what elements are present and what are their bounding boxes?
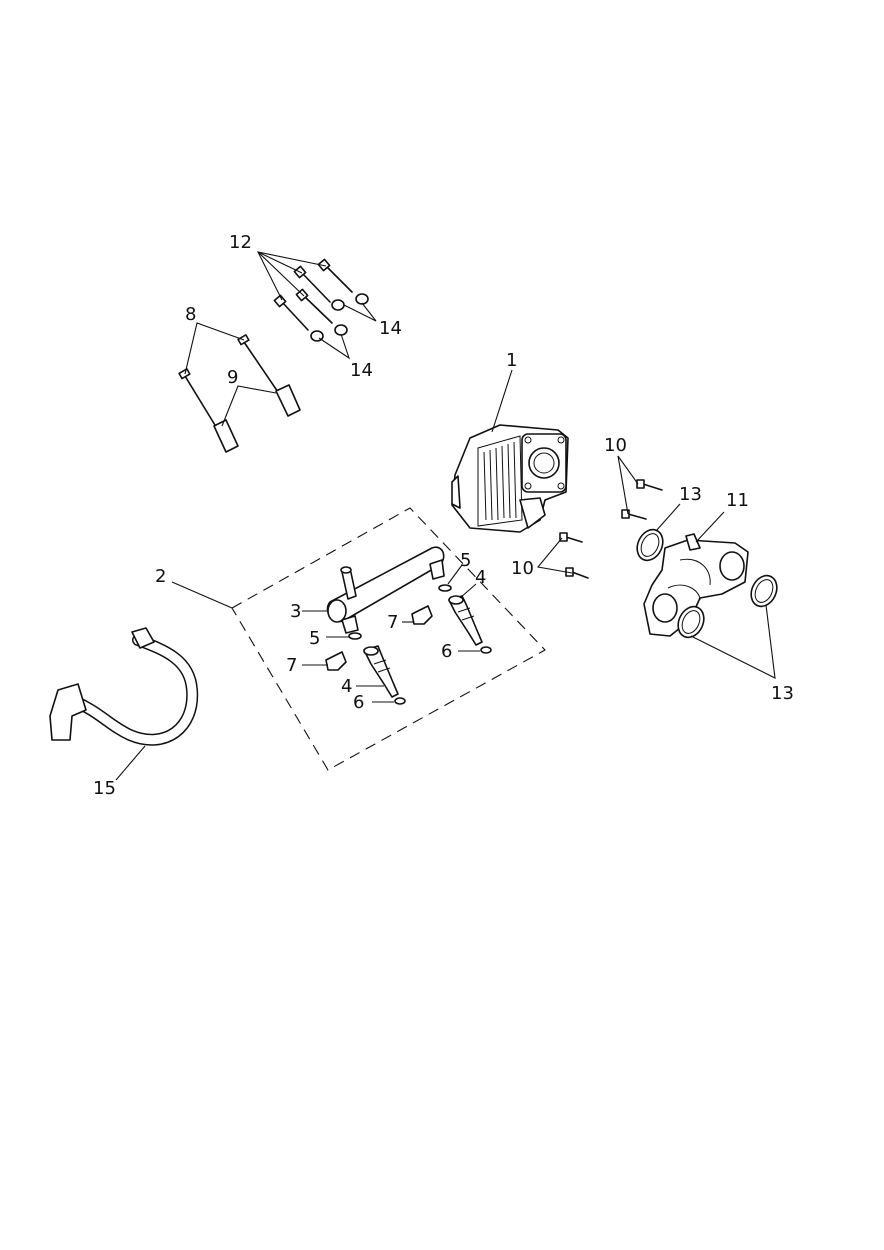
bolt-part-10-a[interactable] <box>636 479 663 491</box>
callout-8: 8 <box>185 304 196 325</box>
callout-6-upper: 6 <box>441 641 452 662</box>
throttle-body-part[interactable] <box>451 424 569 533</box>
callout-3: 3 <box>290 601 301 622</box>
clip-part-7-lower[interactable] <box>325 651 347 671</box>
fuel-rail-assembly-boundary <box>231 507 546 771</box>
callout-14-upper: 14 <box>379 318 402 339</box>
callout-5-upper: 5 <box>460 550 471 571</box>
callout-6-lower: 6 <box>353 692 364 713</box>
callout-4-upper: 4 <box>475 567 486 588</box>
callout-2: 2 <box>155 566 166 587</box>
bolt-part-12-a[interactable] <box>317 258 353 293</box>
fuel-rail-part[interactable] <box>326 546 445 634</box>
washer-part-14-c[interactable] <box>334 324 348 336</box>
o-ring-part-13-c[interactable] <box>673 602 708 641</box>
washer-part-14-b[interactable] <box>331 299 345 311</box>
bolt-part-10-b[interactable] <box>621 509 647 520</box>
callout-11: 11 <box>726 490 749 511</box>
bolt-part-12-d[interactable] <box>273 294 309 331</box>
long-bolt-part-8-right[interactable] <box>237 334 281 396</box>
washer-part-14-a[interactable] <box>355 293 369 305</box>
callout-13-lower: 13 <box>771 683 794 704</box>
leader-lines <box>115 251 776 781</box>
o-ring-part-5-lower[interactable] <box>348 632 362 640</box>
fuel-injector-part-lower[interactable] <box>363 645 399 698</box>
fuel-hose-part[interactable] <box>49 627 199 746</box>
callout-12: 12 <box>229 232 252 253</box>
callout-labels: 1 2 3 4 4 5 5 6 6 7 7 8 9 10 10 11 12 13… <box>93 232 794 799</box>
o-ring-part-6-lower[interactable] <box>394 697 406 705</box>
spacer-part-9-left[interactable] <box>213 419 239 453</box>
callout-7-lower: 7 <box>286 655 297 676</box>
bolt-part-12-c[interactable] <box>295 288 333 324</box>
callout-4-lower: 4 <box>341 676 352 697</box>
o-ring-part-13-a[interactable] <box>632 525 667 564</box>
o-ring-part-5-upper[interactable] <box>438 584 452 592</box>
callout-13-upper: 13 <box>679 484 702 505</box>
callout-7-upper: 7 <box>387 612 398 633</box>
fuel-injector-part-upper[interactable] <box>448 595 483 646</box>
bolt-part-10-c[interactable] <box>559 532 583 543</box>
callout-15: 15 <box>93 778 116 799</box>
callout-14-lower: 14 <box>350 360 373 381</box>
callout-9: 9 <box>227 367 238 388</box>
clip-part-7-upper[interactable] <box>411 605 433 625</box>
intake-manifold-part[interactable] <box>643 533 749 637</box>
o-ring-part-6-upper[interactable] <box>480 646 492 654</box>
callout-5-lower: 5 <box>309 628 320 649</box>
callout-1: 1 <box>506 350 517 371</box>
spacer-part-9-right[interactable] <box>275 384 301 417</box>
long-bolt-part-8-left[interactable] <box>178 368 219 431</box>
callout-10-upper: 10 <box>604 435 627 456</box>
callout-10-lower: 10 <box>511 558 534 579</box>
o-ring-part-13-b[interactable] <box>746 571 781 610</box>
